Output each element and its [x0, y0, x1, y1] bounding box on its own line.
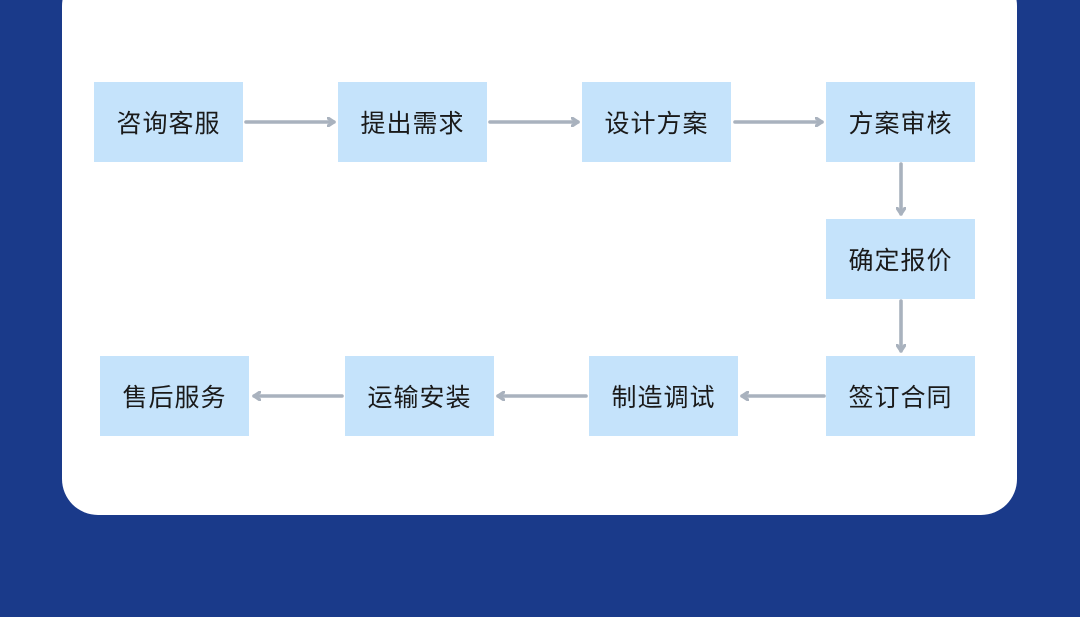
- step-plan-review: 方案审核: [826, 82, 975, 162]
- step-sign-contract: 签订合同: [826, 356, 975, 436]
- step-transport-install: 运输安装: [345, 356, 494, 436]
- step-manufacture-debug: 制造调试: [589, 356, 738, 436]
- step-submit-requirements: 提出需求: [338, 82, 487, 162]
- step-consult-service: 咨询客服: [94, 82, 243, 162]
- step-after-sales: 售后服务: [100, 356, 249, 436]
- step-confirm-quote: 确定报价: [826, 219, 975, 299]
- step-design-plan: 设计方案: [582, 82, 731, 162]
